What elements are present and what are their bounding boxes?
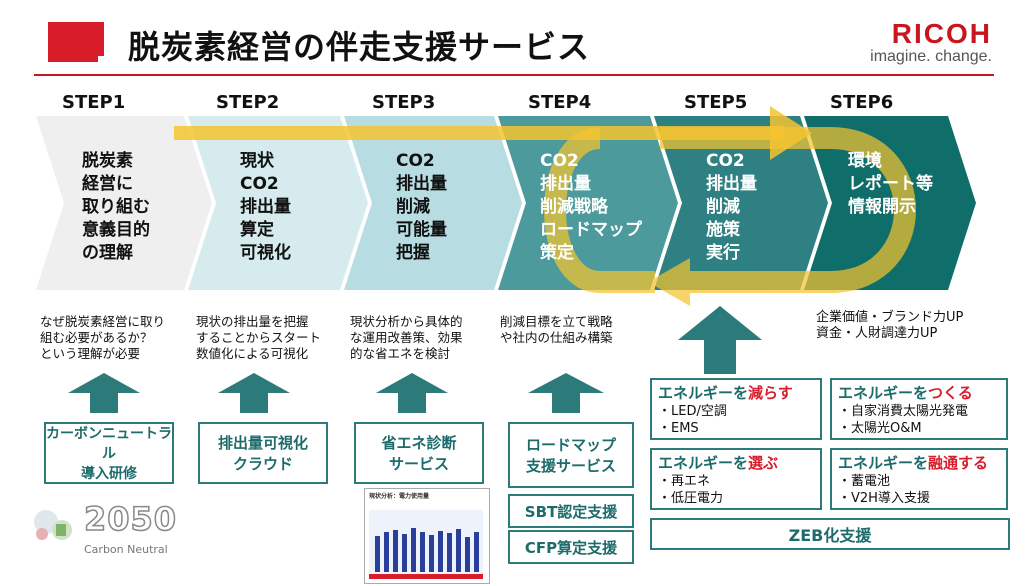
energy-share-item: ・V2H導入支援 [838, 491, 930, 506]
energy-create-keyword: つくる [928, 384, 973, 402]
step2-description: 現状の排出量を把握 することからスタート 数値化による可視化 [196, 314, 322, 361]
energy-reduce-item: ・EMS [658, 421, 699, 436]
step1-description: なぜ脱炭素経営に取り 組む必要があるか？ という理解が必要 [40, 314, 166, 361]
service-carbon-neutral-training: カーボンニュートラル 導入研修 [44, 422, 174, 484]
energy-reduce-box: エネルギーを減らす ・LED/空調 ・EMS [650, 378, 822, 440]
logo-wordmark: RICOH [891, 18, 992, 49]
service-zeb-support: ZEB化支援 [650, 518, 1010, 550]
energy-reduce-prefix: エネルギーを [658, 384, 749, 402]
energy-share-keyword: 融通する [928, 454, 989, 472]
energy-select-box: エネルギーを選ぶ ・再エネ ・低圧電力 [650, 448, 822, 510]
badge-year: 2050 [83, 499, 178, 539]
step4-label: STEP4 [528, 92, 592, 113]
step2-label: STEP2 [216, 92, 280, 113]
energy-create-item: ・自家消費太陽光発電 [838, 404, 969, 419]
thumbnail-bar-chart [369, 510, 483, 579]
progress-arrow-shaft [174, 126, 784, 140]
service-energy-saving-diagnosis: 省エネ診断 サービス [354, 422, 484, 484]
step6-description: 企業価値・ブランド力UP 資金・人財調達力UP [816, 310, 964, 341]
header-divider [34, 74, 994, 76]
chevron-step1 [36, 116, 212, 290]
step4-description: 削減目標を立て戦略 や社内の仕組み構築 [500, 314, 613, 345]
step2-heading: 現状 CO2 排出量 算定 可視化 [240, 151, 291, 263]
energy-reduce-keyword: 減らす [748, 384, 793, 402]
step6-label: STEP6 [830, 92, 894, 113]
chevron-step3 [344, 116, 522, 290]
chevron-step6 [804, 116, 976, 290]
thumbnail-title: 現状分析：電力使用量 [369, 493, 430, 500]
chevron-step5 [654, 116, 828, 290]
logo-tagline: imagine. change. [870, 48, 992, 65]
step4-heading: CO2 排出量 削減戦略 ロードマップ 策定 [540, 151, 642, 263]
cycle-arrow-icon [544, 127, 916, 306]
service-cfp-calculation: CFP算定支援 [508, 530, 634, 564]
energy-select-item: ・再エネ [658, 474, 711, 489]
energy-create-box: エネルギーをつくる ・自家消費太陽光発電 ・太陽光O&M [830, 378, 1008, 440]
energy-share-prefix: エネルギーを [838, 454, 929, 472]
energy-share-item: ・蓄電池 [838, 474, 891, 489]
service-emission-visualization-cloud: 排出量可視化 クラウド [198, 422, 328, 484]
chevron-step2 [188, 116, 368, 290]
step6-heading: 環境 レポート等 情報開示 [848, 151, 933, 217]
step5-label: STEP5 [684, 92, 748, 113]
service-roadmap-support: ロードマップ 支援サービス [508, 422, 634, 488]
step1-heading: 脱炭素 経営に 取り組む 意義目的 の理解 [82, 151, 150, 263]
energy-create-prefix: エネルギーを [838, 384, 929, 402]
energy-share-box: エネルギーを融通する ・蓄電池 ・V2H導入支援 [830, 448, 1008, 510]
energy-create-item: ・太陽光O&M [838, 421, 922, 436]
carbon-neutral-emblem [34, 510, 72, 540]
badge-caption: Carbon Neutral [84, 543, 168, 556]
energy-select-item: ・低圧電力 [658, 491, 724, 506]
energy-reduce-item: ・LED/空調 [658, 404, 727, 419]
energy-select-prefix: エネルギーを [658, 454, 749, 472]
page-title: 脱炭素経営の伴走支援サービス [128, 28, 591, 66]
title-accent-mark [48, 22, 110, 68]
service-sbt-certification: SBT認定支援 [508, 494, 634, 528]
step3-label: STEP3 [372, 92, 436, 113]
step3-description: 現状分析から具体的 な運用改善策、効果 的な省エネを検討 [350, 314, 463, 361]
ricoh-logo: RICOH imagine. change. [870, 18, 992, 66]
step1-label: STEP1 [62, 92, 126, 113]
step5-heading: CO2 排出量 削減 施策 実行 [706, 151, 757, 263]
step3-heading: CO2 排出量 削減 可能量 把握 [396, 151, 447, 263]
energy-select-keyword: 選ぶ [748, 454, 779, 472]
chevron-step4 [498, 116, 678, 290]
report-thumbnail: 現状分析：電力使用量 [364, 488, 490, 584]
